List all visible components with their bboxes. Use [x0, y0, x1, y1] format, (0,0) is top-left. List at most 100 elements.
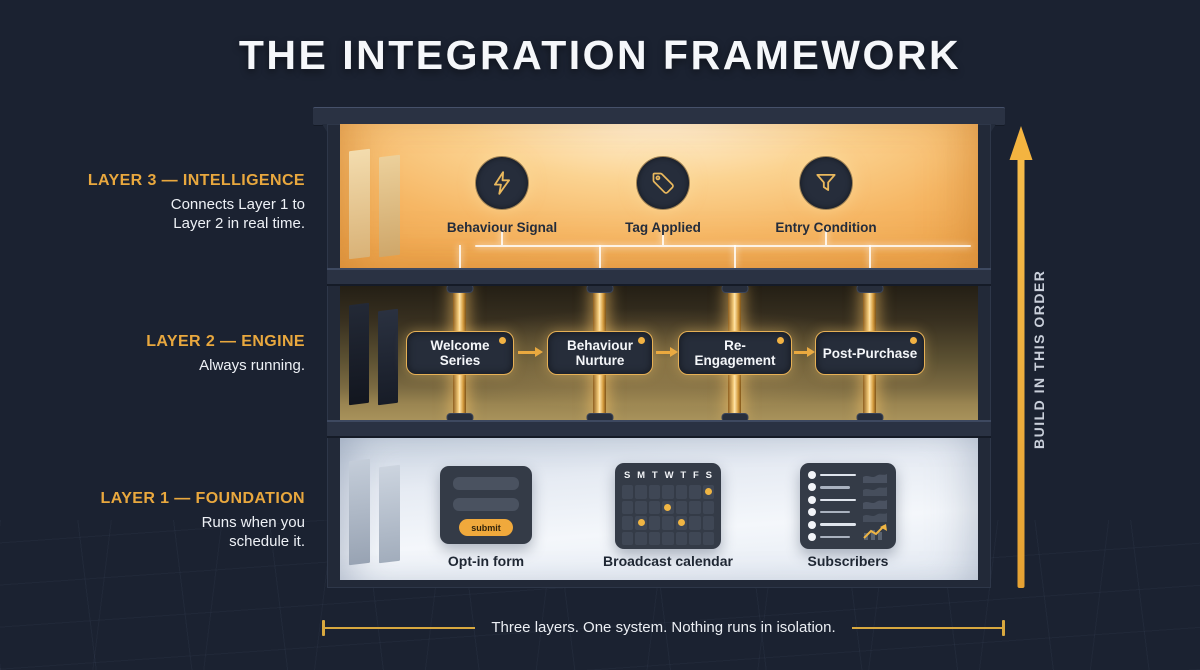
measure-line [325, 626, 476, 629]
subscriber-list [808, 471, 856, 541]
calendar-cell [702, 516, 714, 530]
subscriber-row [808, 508, 856, 517]
broadcast-dot-icon [704, 488, 712, 496]
calendar-cell [622, 516, 634, 530]
status-dot-icon [638, 337, 645, 344]
sparkline-charts-icon [863, 474, 887, 540]
day-letter: T [651, 470, 658, 481]
day-letter: S [624, 470, 631, 481]
behaviour-signal-label: Behaviour Signal [446, 220, 558, 235]
calendar-cell [689, 516, 701, 530]
status-dot-icon [777, 337, 784, 344]
calendar-day-headers: S M T W T F S [622, 468, 714, 485]
floor-slab [327, 420, 991, 438]
layer1-title: LAYER 1 — FOUNDATION [100, 490, 305, 507]
welcome-series-label: Welcome Series [430, 338, 490, 368]
subscriber-row [808, 520, 856, 529]
door-panel [379, 154, 400, 258]
page-title: THE INTEGRATION FRAMEWORK [238, 32, 962, 78]
avatar [808, 532, 816, 541]
subscriber-row [808, 532, 856, 541]
layer2-title: LAYER 2 — ENGINE [146, 333, 305, 350]
text-line [820, 473, 856, 477]
subscriber-row [808, 471, 856, 479]
calendar-cell [662, 531, 674, 545]
opt-in-form-label: Opt-in form [447, 553, 525, 569]
calendar-cell [635, 485, 647, 499]
calendar-grid [622, 485, 714, 545]
entry-condition-label: Entry Condition [775, 220, 877, 235]
subscriber-row [808, 483, 856, 492]
pillar-cap [586, 413, 613, 420]
broadcast-calendar-label: Broadcast calendar [603, 553, 733, 569]
layer1-side-label: LAYER 1 — FOUNDATION Runs when you sched… [15, 490, 305, 551]
day-letter: W [664, 470, 674, 481]
door-panel [349, 148, 370, 260]
calendar-cell [662, 516, 674, 530]
calendar-cell [702, 500, 714, 514]
text-line [820, 498, 856, 502]
form-field [453, 498, 519, 511]
calendar-cell [675, 485, 688, 499]
tag-icon [636, 156, 690, 210]
re-engagement-box: Re-Engagement [678, 331, 792, 375]
broadcast-dot-icon [664, 503, 672, 511]
calendar-cell [622, 485, 634, 499]
calendar-cell [622, 531, 634, 545]
door-panel [378, 308, 398, 406]
signal-drop [869, 245, 871, 268]
calendar-cell [689, 531, 701, 545]
layer1-description: Runs when you schedule it. [201, 514, 305, 550]
calendar-cell [675, 500, 688, 514]
door-panel [349, 458, 370, 566]
broadcast-dot-icon [677, 519, 685, 527]
building-frame: Behaviour Signal Tag Applied Entry Co [327, 124, 991, 588]
subscriber-row [808, 495, 856, 504]
post-purchase-label: Post-Purchase [822, 345, 918, 361]
text-line [820, 535, 850, 539]
signal-drop [599, 245, 601, 268]
pillar-cap [446, 286, 473, 293]
calendar-cell [635, 516, 647, 530]
flow-arrow-icon [656, 347, 678, 356]
welcome-series-box: Welcome Series [406, 331, 514, 375]
layer3-side-label: LAYER 3 — INTELLIGENCE Connects Layer 1 … [15, 172, 305, 233]
status-dot-icon [499, 337, 506, 344]
opt-in-form-card: submit [440, 466, 532, 544]
calendar-cell [689, 485, 701, 499]
calendar-cell [635, 500, 647, 514]
signal-stub [662, 229, 664, 245]
flow-arrow-icon [794, 347, 815, 356]
calendar-cell [648, 500, 661, 514]
pillar-cap [721, 413, 748, 420]
pillar-cap [721, 286, 748, 293]
lightning-bolt-icon [475, 156, 529, 210]
text-line [820, 510, 850, 514]
floor-layer3-intelligence: Behaviour Signal Tag Applied Entry Co [340, 124, 978, 268]
entry-condition-item: Entry Condition [761, 156, 891, 235]
build-order-label: BUILD IN THIS ORDER [1031, 269, 1047, 450]
behaviour-signal-item: Behaviour Signal [437, 156, 567, 235]
signal-rail-line [475, 245, 971, 247]
calendar-cell [675, 531, 688, 545]
calendar-cell [675, 516, 688, 530]
day-letter: S [705, 470, 712, 481]
pillar-cap [446, 413, 473, 420]
door-panel [379, 464, 400, 564]
calendar-cell [689, 500, 701, 514]
text-line [820, 486, 850, 489]
pillar-cap [856, 413, 883, 420]
building-cutaway: Behaviour Signal Tag Applied Entry Co [313, 107, 1005, 588]
post-purchase-box: Post-Purchase [815, 331, 925, 375]
layer3-description: Connects Layer 1 to Layer 2 in real time… [170, 196, 305, 232]
pillar-cap [856, 286, 883, 293]
tag-applied-item: Tag Applied [598, 156, 728, 235]
calendar-cell [648, 485, 661, 499]
calendar-cell [622, 500, 634, 514]
day-letter: F [693, 470, 699, 481]
layer2-description: Always running. [199, 357, 305, 374]
signal-drop [734, 245, 736, 268]
layer3-title: LAYER 3 — INTELLIGENCE [87, 172, 305, 189]
behaviour-nurture-label: Behaviour Nurture [566, 338, 634, 368]
avatar [808, 471, 816, 479]
